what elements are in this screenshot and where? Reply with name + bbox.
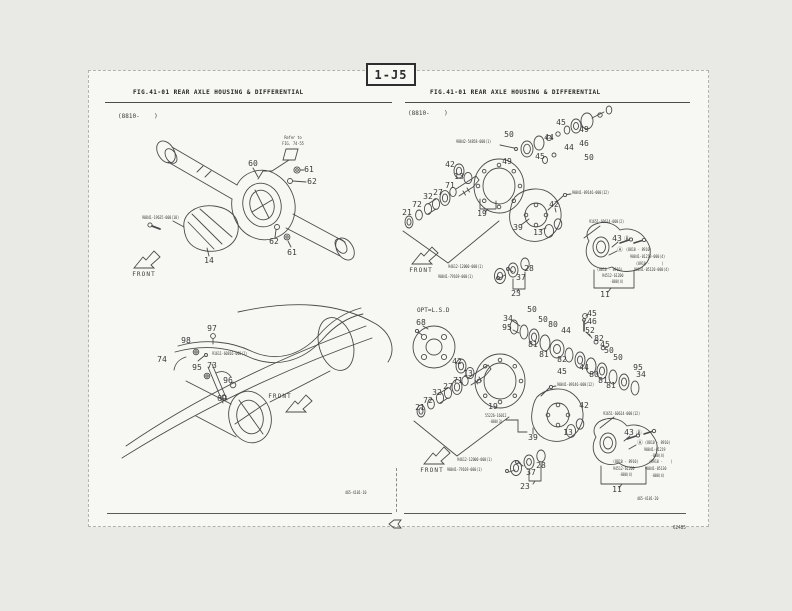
left-footer-rule — [107, 513, 392, 514]
right-page-title: FIG.41-01 REAR AXLE HOUSING & DIFFERENTI… — [430, 89, 601, 96]
right-header-rule — [405, 102, 690, 103]
index-tab-label: 1-J5 — [374, 67, 408, 82]
sheet-code: 62485 — [673, 525, 686, 531]
catalog-sheet — [88, 70, 709, 527]
index-tab: 1-J5 — [366, 63, 416, 86]
right-footer-rule — [404, 513, 686, 514]
left-page-title: FIG.41-01 REAR AXLE HOUSING & DIFFERENTI… — [133, 89, 304, 96]
left-header-rule — [105, 102, 392, 103]
page-fold-mark — [396, 468, 398, 512]
